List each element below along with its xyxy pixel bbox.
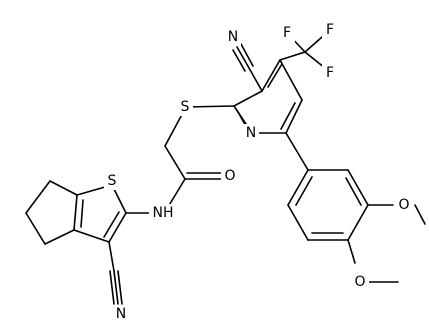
bond-cp-2 — [25, 180, 51, 214]
bond-cp-4 — [44, 229, 75, 245]
bond-ph-ome2 — [347, 239, 356, 264]
fluorine-3-atom: F — [322, 64, 338, 82]
bond-ph-5 — [287, 204, 309, 241]
pyridine-nitrogen-atom: N — [243, 124, 259, 142]
svg-text:N: N — [246, 125, 256, 141]
bond-cp-3 — [25, 212, 46, 245]
svg-text:NH: NH — [153, 205, 174, 221]
bond-thio-c3-c2 — [108, 212, 127, 243]
bond-c4-cf3 — [279, 51, 306, 61]
bond-ph-3 — [347, 204, 369, 241]
bond-c2-c3 — [233, 90, 263, 107]
bond-ph-6-inner — [295, 176, 313, 206]
fluorine-1-atom: F — [279, 24, 295, 42]
thioether-sulfur-atom: S — [177, 98, 193, 116]
svg-text:O: O — [224, 168, 235, 184]
bond-c3-c4 — [261, 59, 281, 92]
bond-c3-cn-bottom — [108, 241, 115, 272]
svg-text:F: F — [326, 65, 334, 81]
bond-thio-c3a-c3 — [73, 229, 110, 243]
bond-thio-c7a-c3a — [73, 194, 78, 231]
bond-c6-phenyl — [285, 132, 309, 171]
methoxy-oxygen-2-atom: O — [351, 273, 369, 291]
bond-c5-c6 — [285, 99, 303, 134]
methoxy-oxygen-1-atom: O — [395, 196, 413, 214]
bond-nitrile-top — [232, 43, 254, 72]
svg-text:F: F — [283, 25, 291, 41]
svg-text:N: N — [116, 306, 126, 322]
bond-c3-c4-inner — [267, 63, 283, 88]
bond-co-nh — [167, 178, 186, 208]
amide-nh-atom: NH — [149, 204, 177, 222]
bond-nitrile-bottom — [109, 270, 123, 305]
nitrile-n-top-atom: N — [225, 28, 241, 46]
bond-ch2-co — [164, 145, 186, 180]
svg-text:O: O — [354, 274, 365, 290]
bond-c2-s — [185, 105, 235, 108]
svg-text:N: N — [228, 29, 238, 45]
bond-c3-cn — [248, 67, 263, 92]
bond-ph-6 — [287, 169, 309, 206]
bond-ph-2 — [347, 169, 369, 206]
bond-cp-1 — [49, 180, 78, 196]
bond-ph-2-inner — [345, 177, 362, 206]
bond-c5-c6-inner — [280, 102, 296, 130]
bond-ome1-me — [414, 204, 426, 225]
thiophene-sulfur-atom: S — [104, 172, 120, 190]
bond-thio-c7a-c3a-inner — [80, 199, 84, 228]
bond-c4-c5 — [279, 59, 303, 101]
svg-text:S: S — [108, 173, 117, 189]
bond-thio-c3-c2-inner — [103, 211, 120, 238]
atom-labels: N F F F S N O S — [104, 21, 413, 323]
nitrile-n-bottom-atom: N — [113, 305, 129, 323]
fluorine-2-atom: F — [322, 21, 338, 39]
carbonyl-oxygen-atom: O — [221, 167, 239, 185]
svg-text:F: F — [326, 22, 334, 38]
svg-text:S: S — [181, 99, 190, 115]
svg-text:O: O — [398, 197, 409, 213]
